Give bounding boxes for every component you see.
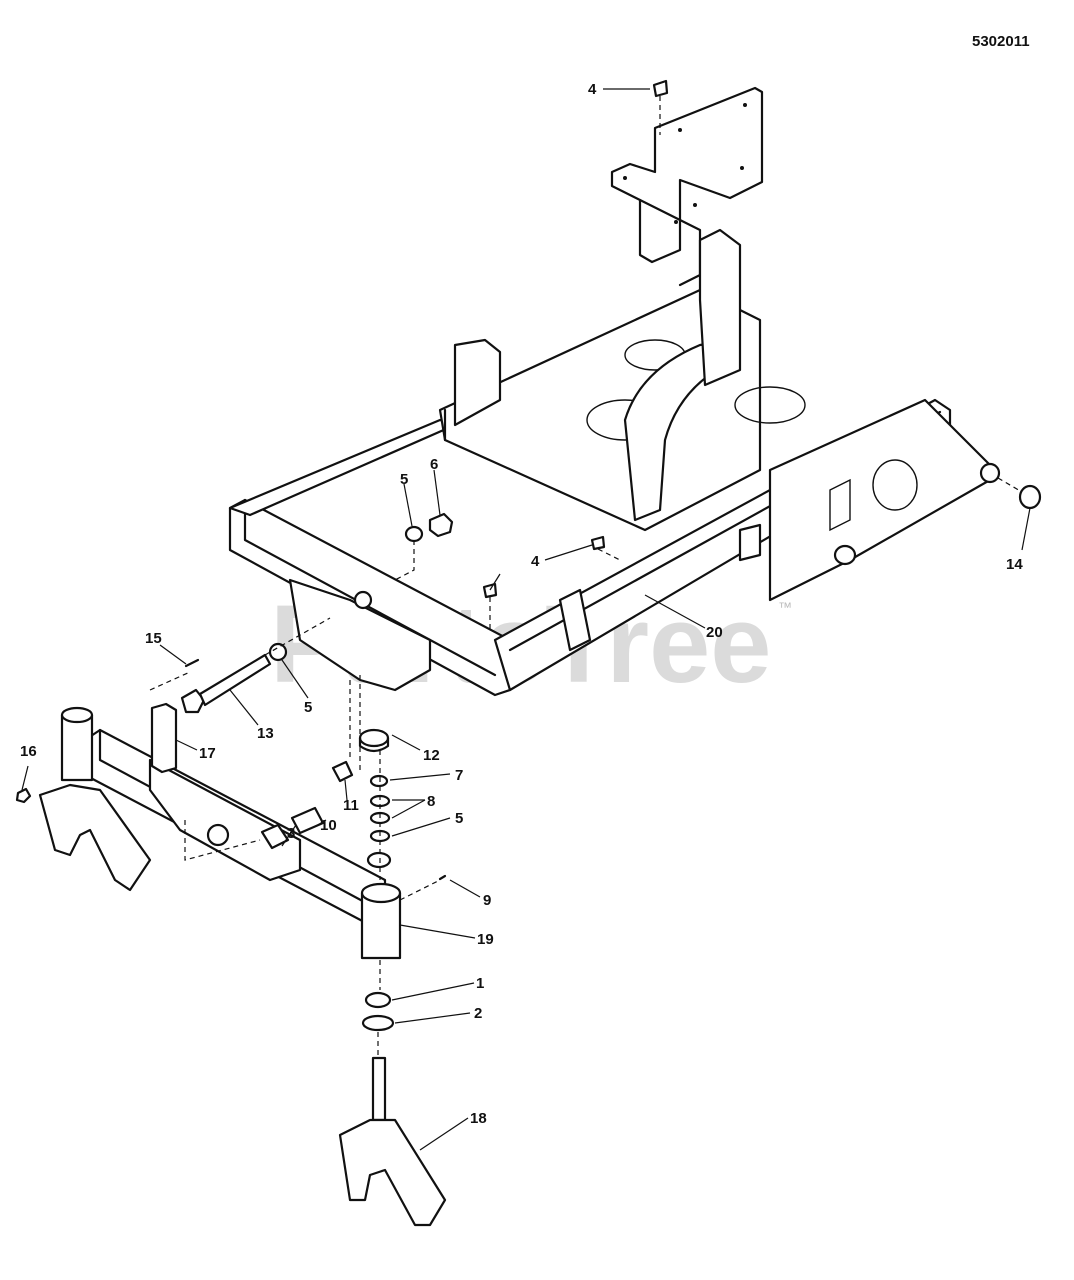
washer-bolt xyxy=(268,642,288,662)
callout-10: 10 xyxy=(320,817,337,834)
bushing-11 xyxy=(331,760,354,783)
callout-7: 7 xyxy=(455,767,463,784)
clip-nut-top xyxy=(652,79,669,98)
callout-8: 8 xyxy=(427,793,435,810)
nut-upper xyxy=(428,512,454,538)
callout-14: 14 xyxy=(1006,556,1023,573)
diagram-code: 5302011 xyxy=(972,33,1030,50)
callout-4-frame: 4 xyxy=(531,553,540,570)
race-lower xyxy=(361,1014,395,1032)
spindle-tube xyxy=(360,882,402,960)
seal-7 xyxy=(369,774,389,788)
bearing-lower xyxy=(364,991,392,1009)
callout-20: 20 xyxy=(706,624,723,641)
end-cap xyxy=(1018,484,1042,510)
front-fork xyxy=(338,1056,447,1227)
callout-5-bolt: 5 xyxy=(304,699,312,716)
callout-5-stack: 5 xyxy=(455,810,463,827)
clip-nut-right xyxy=(590,535,606,551)
grease-fitting xyxy=(438,874,447,881)
pivot-bracket xyxy=(150,702,178,774)
callout-12: 12 xyxy=(423,747,440,764)
pivot-bolt xyxy=(180,653,272,714)
callout-2: 2 xyxy=(474,1005,482,1022)
callout-1: 1 xyxy=(476,975,484,992)
callout-15: 15 xyxy=(145,630,162,647)
watermark-trademark: ™ xyxy=(778,599,792,615)
bushing-3 xyxy=(260,823,290,850)
callout-18: 18 xyxy=(470,1110,487,1127)
callout-9: 9 xyxy=(483,892,491,909)
callout-17: 17 xyxy=(199,745,216,762)
small-bolt xyxy=(184,658,200,668)
main-frame xyxy=(228,228,1001,697)
clip-nut-left xyxy=(482,582,498,599)
washer-upper xyxy=(404,525,424,543)
front-axle xyxy=(38,706,387,927)
callout-3: 3 xyxy=(287,825,295,842)
callout-labels: 4 6 5 4 14 20 15 5 13 16 17 12 7 8 11 10… xyxy=(20,81,1023,1127)
bearing-upper xyxy=(366,851,392,869)
callout-6: 6 xyxy=(430,456,438,473)
callout-13: 13 xyxy=(257,725,274,742)
callout-11: 11 xyxy=(343,797,359,814)
callout-5-upper: 5 xyxy=(400,471,408,488)
callout-19: 19 xyxy=(477,931,494,948)
cap-12 xyxy=(358,728,390,748)
pivot-nut xyxy=(15,787,32,804)
leader-lines xyxy=(21,88,1031,1151)
callout-4-top: 4 xyxy=(588,81,597,98)
spacer-10 xyxy=(290,806,325,835)
callout-16: 16 xyxy=(20,743,37,760)
